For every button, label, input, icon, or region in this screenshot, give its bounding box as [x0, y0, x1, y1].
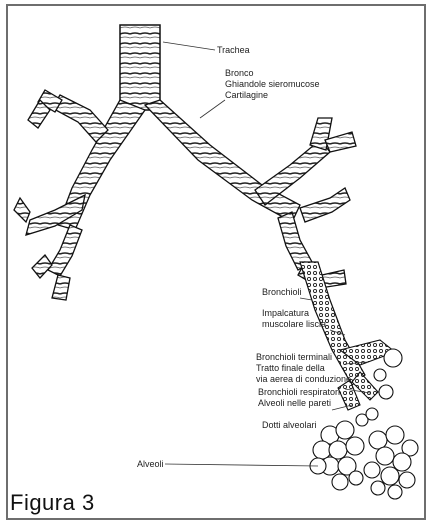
label-alveoli: Alveoli	[137, 459, 164, 469]
label-bronchioli-respiratori: Bronchioli respiratori	[258, 387, 340, 397]
label-dotti-alveolari: Dotti alveolari	[262, 420, 317, 430]
label-trachea: Trachea	[217, 45, 250, 55]
label-tratto-finale: Tratto finale della	[256, 363, 325, 373]
label-impalcatura: Impalcatura	[262, 308, 309, 318]
label-cartilagine: Cartilagine	[225, 90, 268, 100]
label-via-aerea: via aerea di conduzione	[256, 374, 351, 384]
label-bronchioli: Bronchioli	[262, 287, 302, 297]
label-muscolare: muscolare liscia	[262, 319, 326, 329]
left-bronchus-shape	[14, 90, 145, 300]
label-bronco: Bronco	[225, 68, 254, 78]
figure-caption: Figura 3	[10, 490, 95, 516]
right-bronchus-shape	[145, 100, 356, 288]
trachea-shape	[120, 25, 160, 110]
label-bronchioli-terminali: Bronchioli terminali	[256, 352, 332, 362]
label-alveoli-pareti: Alveoli nelle pareti	[258, 398, 331, 408]
alveoli-clusters	[310, 349, 418, 499]
label-ghiandole: Ghiandole sieromucose	[225, 79, 320, 89]
